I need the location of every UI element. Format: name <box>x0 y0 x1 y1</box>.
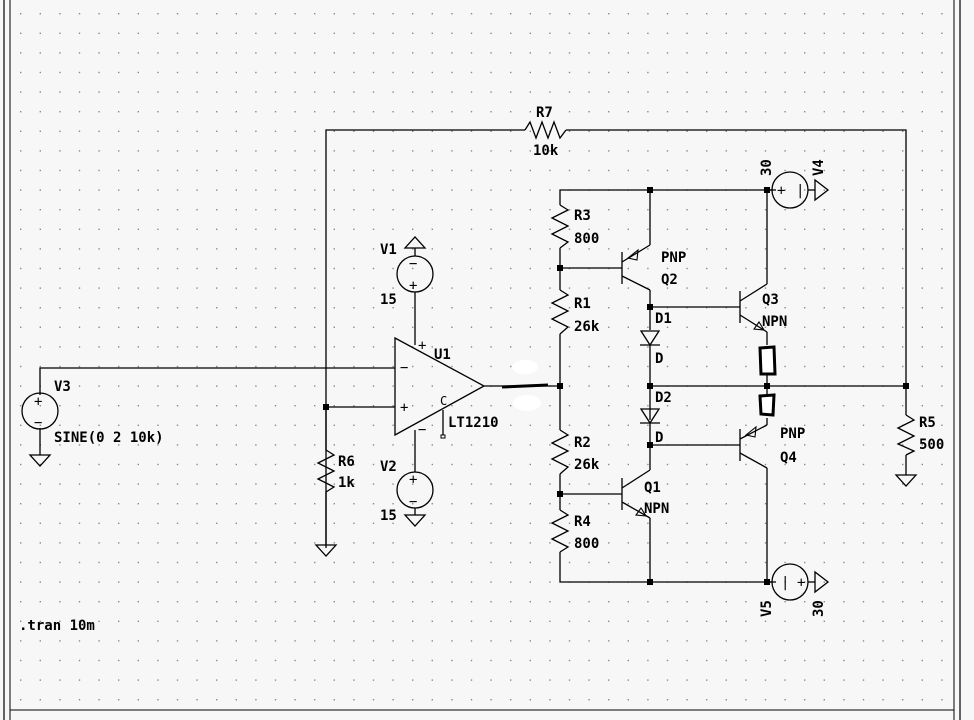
u1-pin-c: C <box>440 394 447 408</box>
v4-value: 30 <box>759 159 775 176</box>
svg-text:|: | <box>796 183 804 199</box>
hand-drawn-markup <box>501 345 777 417</box>
svg-text:−: − <box>400 360 408 376</box>
voltage-source-v4[interactable]: + | <box>771 171 809 209</box>
q2-value: PNP <box>661 250 686 266</box>
r1-value: 26k <box>574 319 600 335</box>
window-frame <box>3 0 961 720</box>
voltage-source-v1[interactable]: − + <box>396 255 434 294</box>
spice-directive: .tran 10m <box>19 618 95 634</box>
grid-dots <box>20 13 943 701</box>
svg-text:|: | <box>781 575 789 591</box>
resistor-r6[interactable] <box>316 449 336 493</box>
v2-value: 15 <box>380 508 397 524</box>
svg-text:−: − <box>34 415 42 431</box>
v3-name: V3 <box>54 379 71 395</box>
resistor-r2[interactable] <box>550 429 570 475</box>
transistor-q3[interactable] <box>739 283 768 333</box>
q3-value: NPN <box>762 314 787 330</box>
svg-text:−: − <box>418 422 426 438</box>
transistor-q2[interactable] <box>621 244 651 291</box>
v1-value: 15 <box>380 292 397 308</box>
resistor-r4[interactable] <box>550 509 570 553</box>
svg-text:+: + <box>409 472 417 488</box>
resistor-r1[interactable] <box>550 289 570 335</box>
d2-name: D2 <box>655 390 672 406</box>
r3-name: R3 <box>574 208 591 224</box>
svg-text:+: + <box>34 394 42 410</box>
v4-name: V4 <box>811 159 827 176</box>
transistor-q1[interactable] <box>621 469 651 519</box>
u1-name: U1 <box>434 347 451 363</box>
r3-value: 800 <box>574 231 599 247</box>
r4-name: R4 <box>574 514 591 530</box>
d2-value: D <box>655 430 663 446</box>
labels: R7 10k R3 800 R1 26k R2 26k R4 800 R5 50… <box>19 105 944 634</box>
r7-value: 10k <box>533 143 559 159</box>
r5-name: R5 <box>919 415 936 431</box>
d1-name: D1 <box>655 311 672 327</box>
r6-value: 1k <box>338 475 355 491</box>
diode-d1[interactable] <box>639 330 661 347</box>
svg-text:+: + <box>400 400 408 416</box>
voltage-source-v3[interactable]: + − <box>21 392 59 431</box>
ground-symbols <box>28 178 918 594</box>
r2-name: R2 <box>574 435 591 451</box>
svg-text:−: − <box>409 494 417 510</box>
svg-text:+: + <box>409 278 417 294</box>
wires <box>39 129 907 583</box>
r2-value: 26k <box>574 457 600 473</box>
transistor-q4[interactable] <box>739 424 768 469</box>
v5-value: 30 <box>811 600 827 617</box>
v3-value: SINE(0 2 10k) <box>54 430 164 446</box>
r7-name: R7 <box>536 105 553 121</box>
q4-value: PNP <box>780 426 805 442</box>
r4-value: 800 <box>574 536 599 552</box>
u1-value: LT1210 <box>448 415 499 431</box>
q2-name: Q2 <box>661 272 678 288</box>
r5-value: 500 <box>919 437 944 453</box>
svg-text:+: + <box>797 575 805 591</box>
v5-name: V5 <box>759 600 775 617</box>
voltage-source-v2[interactable]: + − <box>396 471 434 510</box>
svg-text:−: − <box>409 256 417 272</box>
q1-value: NPN <box>644 501 669 517</box>
resistor-r3[interactable] <box>550 204 570 249</box>
v2-name: V2 <box>380 459 397 475</box>
voltage-source-v5[interactable]: | + <box>771 563 809 601</box>
svg-text:+: + <box>418 338 426 354</box>
d1-value: D <box>655 351 663 367</box>
q3-name: Q3 <box>762 292 779 308</box>
r6-name: R6 <box>338 454 355 470</box>
svg-text:+: + <box>777 183 785 199</box>
v1-name: V1 <box>380 242 397 258</box>
r1-name: R1 <box>574 296 591 312</box>
resistor-r7[interactable] <box>524 120 567 140</box>
q1-name: Q1 <box>644 480 661 496</box>
q4-name: Q4 <box>780 450 797 466</box>
resistor-r5[interactable] <box>896 414 916 456</box>
opamp-u1[interactable]: − + + − <box>394 336 486 438</box>
